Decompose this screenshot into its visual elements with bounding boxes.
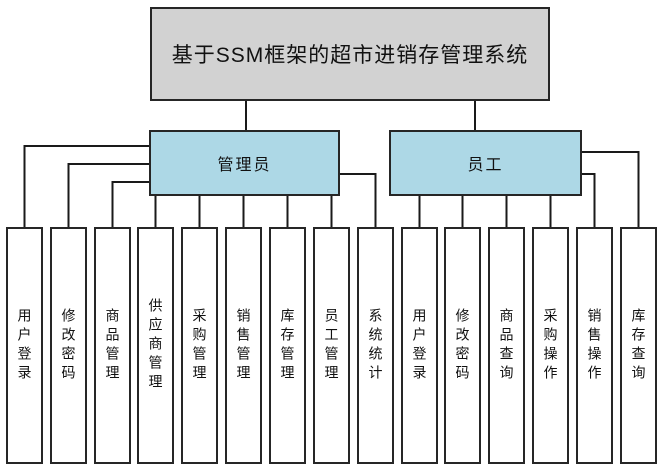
leaf-admin-system-statistics: 系统统计: [357, 227, 394, 464]
leaf-label: 系统统计: [367, 307, 384, 384]
leaf-label: 销售管理: [235, 307, 252, 384]
leaf-label: 用户登录: [16, 307, 33, 384]
leaf-employee-inventory-query: 库存查询: [620, 227, 657, 464]
system-title-label: 基于SSM框架的超市进销存管理系统: [171, 44, 529, 67]
leaf-employee-change-password: 修改密码: [444, 227, 481, 464]
leaf-label: 用户登录: [411, 307, 428, 384]
employee-label: 员工: [467, 157, 504, 174]
leaf-admin-change-password: 修改密码: [50, 227, 87, 464]
leaf-admin-user-login: 用户登录: [6, 227, 43, 464]
leaf-label: 采购操作: [542, 307, 559, 384]
leaf-label: 商品管理: [104, 307, 121, 384]
leaf-admin-sales-management: 销售管理: [225, 227, 262, 464]
admin-label: 管理员: [217, 157, 272, 174]
leaf-label: 销售操作: [586, 307, 603, 384]
leaf-label: 修改密码: [454, 307, 471, 384]
leaf-label: 库存查询: [630, 307, 647, 384]
leaf-label: 商品查询: [498, 307, 515, 384]
leaf-employee-sales-operation: 销售操作: [576, 227, 613, 464]
leaf-admin-supplier-management: 供应商管理: [137, 227, 174, 464]
leaf-label: 修改密码: [60, 307, 77, 384]
leaf-admin-purchase-management: 采购管理: [181, 227, 218, 464]
leaf-label: 采购管理: [191, 307, 208, 384]
leaf-label: 库存管理: [279, 307, 296, 384]
leaf-admin-employee-management: 员工管理: [313, 227, 350, 464]
branch-node-admin: 管理员: [149, 130, 340, 196]
leaf-admin-product-management: 商品管理: [94, 227, 131, 464]
leaf-label: 供应商管理: [147, 298, 164, 393]
leaf-employee-purchase-operation: 采购操作: [532, 227, 569, 464]
leaf-employee-product-query: 商品查询: [488, 227, 525, 464]
leaf-employee-user-login: 用户登录: [401, 227, 438, 464]
branch-node-employee: 员工: [389, 130, 582, 196]
leaf-label: 员工管理: [323, 307, 340, 384]
leaf-admin-inventory-management: 库存管理: [269, 227, 306, 464]
root-node-system-title: 基于SSM框架的超市进销存管理系统: [150, 7, 550, 101]
